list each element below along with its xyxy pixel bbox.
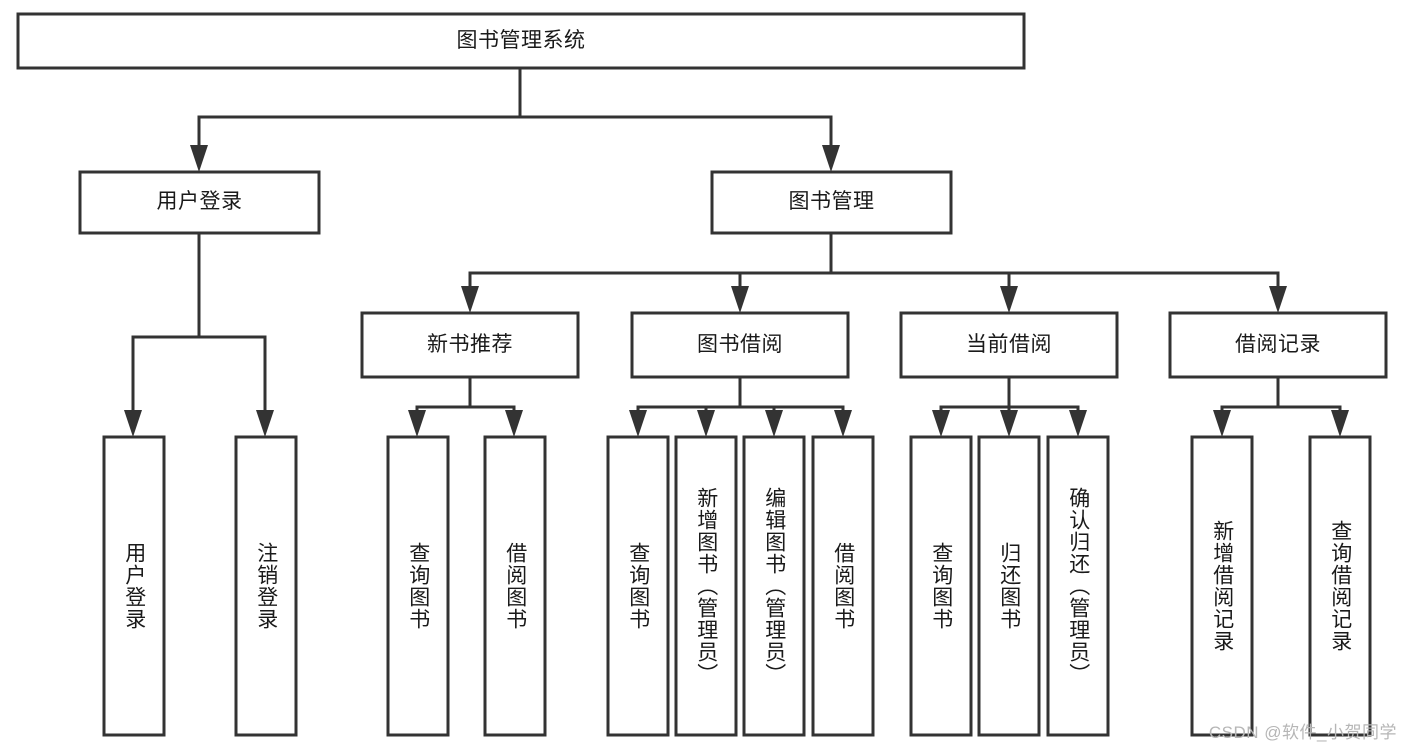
node-box-leaf-user-login-0[interactable] [102,435,166,737]
node-box-leaf-book-borrow-1[interactable] [674,435,738,737]
node-box-leaf-new-book-1[interactable] [483,435,547,737]
connector-group-current-borrow [932,375,1087,437]
arrow-icon-new-book-leaf-0 [408,410,426,437]
arrow-icon-to-borrow-record [1269,286,1287,313]
arrow-icon-user-login-leaf-0 [124,410,142,437]
node-box-leaf-borrow-record-1[interactable] [1308,435,1372,737]
node-box-leaf-new-book-0[interactable] [386,435,450,737]
arrow-icon-book-borrow-leaf-3 [834,410,852,437]
arrow-icon-current-borrow-leaf-0 [932,410,950,437]
node-box-root[interactable] [16,12,1026,70]
node-box-leaf-borrow-record-0[interactable] [1190,435,1254,737]
connector-group-book-manage [461,231,1287,313]
connector-group-user-login [124,231,274,437]
arrow-icon-borrow-record-leaf-1 [1331,410,1349,437]
node-box-leaf-user-login-1[interactable] [234,435,298,737]
arrow-icon-to-user-login [190,145,208,172]
arrow-icon-to-book-manage [822,145,840,172]
arrow-icon-to-book-borrow [731,286,749,313]
node-box-book-borrow[interactable] [630,311,850,379]
node-box-leaf-book-borrow-3[interactable] [811,435,875,737]
connector-group-book-borrow [629,375,852,437]
arrow-icon-user-login-leaf-1 [256,410,274,437]
node-box-leaf-book-borrow-2[interactable] [742,435,806,737]
connector-group-root [190,66,840,172]
node-box-leaf-current-borrow-2[interactable] [1046,435,1110,737]
arrow-icon-to-current-borrow [1000,286,1018,313]
arrow-icon-borrow-record-leaf-0 [1213,410,1231,437]
arrow-icon-book-borrow-leaf-0 [629,410,647,437]
csdn-watermark: CSDN @软件_小贺同学 [1208,723,1397,742]
node-box-leaf-book-borrow-0[interactable] [606,435,670,737]
node-box-book-manage[interactable] [710,170,953,235]
node-box-leaf-current-borrow-0[interactable] [909,435,973,737]
node-box-user-login[interactable] [78,170,321,235]
node-box-current-borrow[interactable] [899,311,1119,379]
node-box-leaf-current-borrow-1[interactable] [977,435,1041,737]
arrow-icon-current-borrow-leaf-2 [1069,410,1087,437]
connector-group-borrow-record [1213,375,1349,437]
arrow-icon-current-borrow-leaf-1 [1000,410,1018,437]
arrow-icon-book-borrow-leaf-1 [697,410,715,437]
node-box-borrow-record[interactable] [1168,311,1388,379]
arrow-icon-new-book-leaf-1 [505,410,523,437]
node-box-new-book-recommend[interactable] [360,311,580,379]
connector-group-new-book [408,375,523,437]
arrow-icon-book-borrow-leaf-2 [765,410,783,437]
arrow-icon-to-new-book [461,286,479,313]
